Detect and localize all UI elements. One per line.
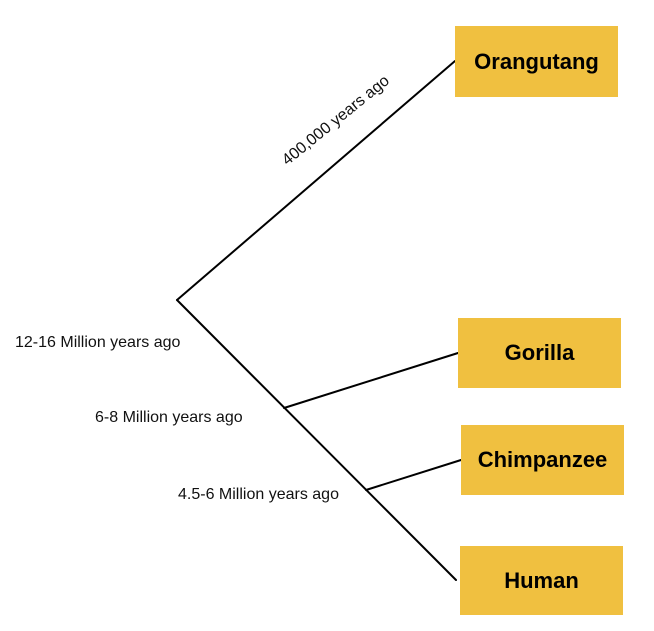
node-human: Human — [460, 546, 623, 615]
label-chimp-split: 4.5-6 Million years ago — [178, 486, 339, 503]
edge-split-gorilla — [283, 352, 459, 409]
edge-root-orangutang — [176, 60, 456, 301]
label-gorilla-split: 6-8 Million years ago — [95, 409, 243, 426]
edge-root-human — [176, 299, 457, 581]
node-gorilla: Gorilla — [458, 318, 621, 388]
edge-split-chimpanzee — [365, 459, 462, 491]
node-chimpanzee: Chimpanzee — [461, 425, 624, 495]
node-chimpanzee-label: Chimpanzee — [477, 447, 608, 472]
label-root-split: 12-16 Million years ago — [15, 334, 181, 351]
node-orangutang-label: Orangutang — [474, 48, 599, 74]
node-gorilla-label: Gorilla — [504, 340, 575, 365]
node-orangutang: Orangutang — [455, 26, 618, 97]
node-human-label: Human — [504, 567, 579, 593]
